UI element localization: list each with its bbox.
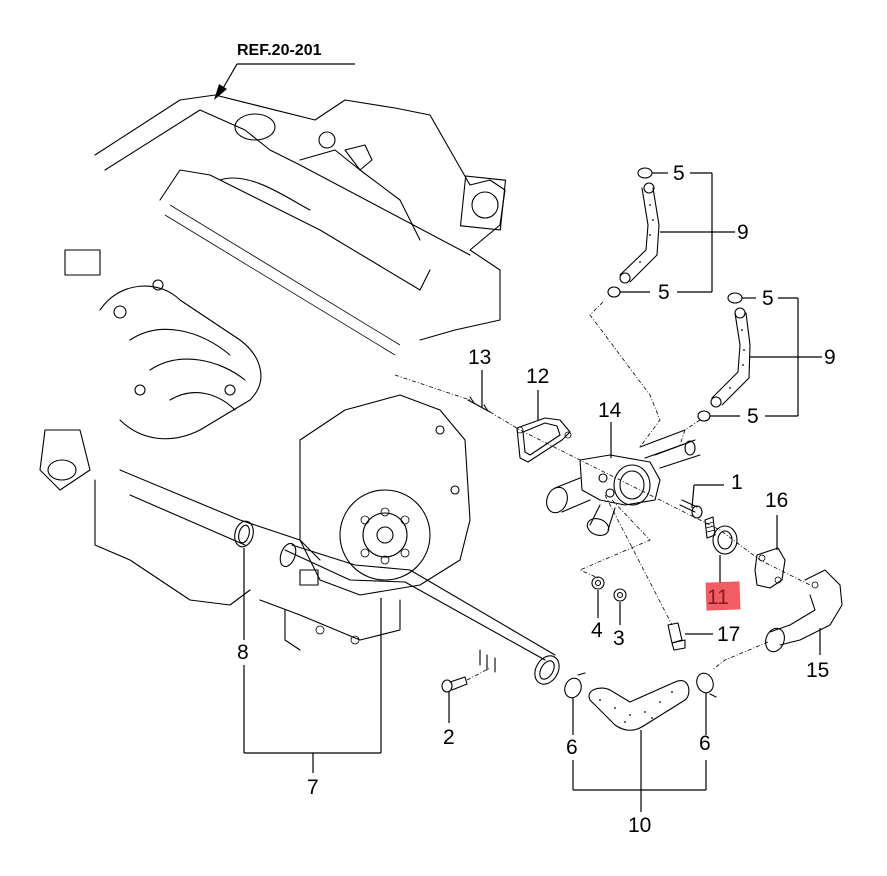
- callout-12[interactable]: 12: [526, 365, 550, 388]
- callout-1[interactable]: 1: [731, 471, 743, 494]
- assembly-lines: [394, 301, 811, 671]
- gasket-16-drawing: [754, 547, 786, 589]
- thermostat-housing-drawing: [546, 429, 701, 536]
- gasket-12-drawing: [516, 417, 572, 463]
- leader-lines: [243, 172, 822, 812]
- callout-9-b[interactable]: 9: [824, 346, 836, 369]
- engine-block-drawing: [39, 94, 507, 651]
- callout-14[interactable]: 14: [598, 399, 622, 422]
- nut-3-drawing: [613, 588, 627, 602]
- callout-7[interactable]: 7: [307, 776, 319, 799]
- water-inlet-fitting-drawing: [765, 569, 843, 653]
- callout-6-b[interactable]: 6: [699, 732, 711, 755]
- thermostat-drawing: [704, 516, 738, 555]
- nut-4-drawing: [591, 576, 605, 590]
- callout-10[interactable]: 10: [628, 814, 652, 837]
- callout-5-c[interactable]: 5: [762, 287, 774, 310]
- temperature-sensor-drawing: [667, 622, 686, 651]
- callout-5-d[interactable]: 5: [747, 405, 759, 428]
- callout-11[interactable]: 11: [707, 586, 729, 609]
- callout-5-b[interactable]: 5: [658, 281, 670, 304]
- bolt-1-drawing: [679, 499, 703, 519]
- stud-drawing: [467, 396, 491, 413]
- water-inlet-pipe-drawing: [279, 542, 560, 685]
- bolt-2-drawing: [441, 667, 491, 693]
- callout-6-a[interactable]: 6: [566, 736, 578, 759]
- bypass-hose-lower-drawing: [697, 292, 751, 422]
- reference-arrow: [214, 63, 355, 100]
- bypass-hose-upper-drawing: [607, 167, 660, 298]
- callout-4[interactable]: 4: [591, 619, 603, 642]
- callout-16[interactable]: 16: [765, 489, 789, 512]
- callout-8[interactable]: 8: [237, 641, 249, 664]
- callout-9-a[interactable]: 9: [737, 221, 749, 244]
- reference-label: REF.20-201: [237, 42, 322, 59]
- radiator-hose-drawing: [588, 680, 690, 731]
- hose-clamp-6a-drawing: [564, 672, 586, 699]
- callout-15[interactable]: 15: [806, 659, 830, 682]
- callout-5-a[interactable]: 5: [673, 162, 685, 185]
- callout-2[interactable]: 2: [443, 726, 455, 749]
- hose-clamp-6b-drawing: [696, 672, 717, 698]
- callout-13[interactable]: 13: [468, 346, 492, 369]
- callout-17[interactable]: 17: [717, 623, 741, 646]
- o-ring-drawing: [234, 520, 254, 548]
- callout-3[interactable]: 3: [613, 627, 625, 650]
